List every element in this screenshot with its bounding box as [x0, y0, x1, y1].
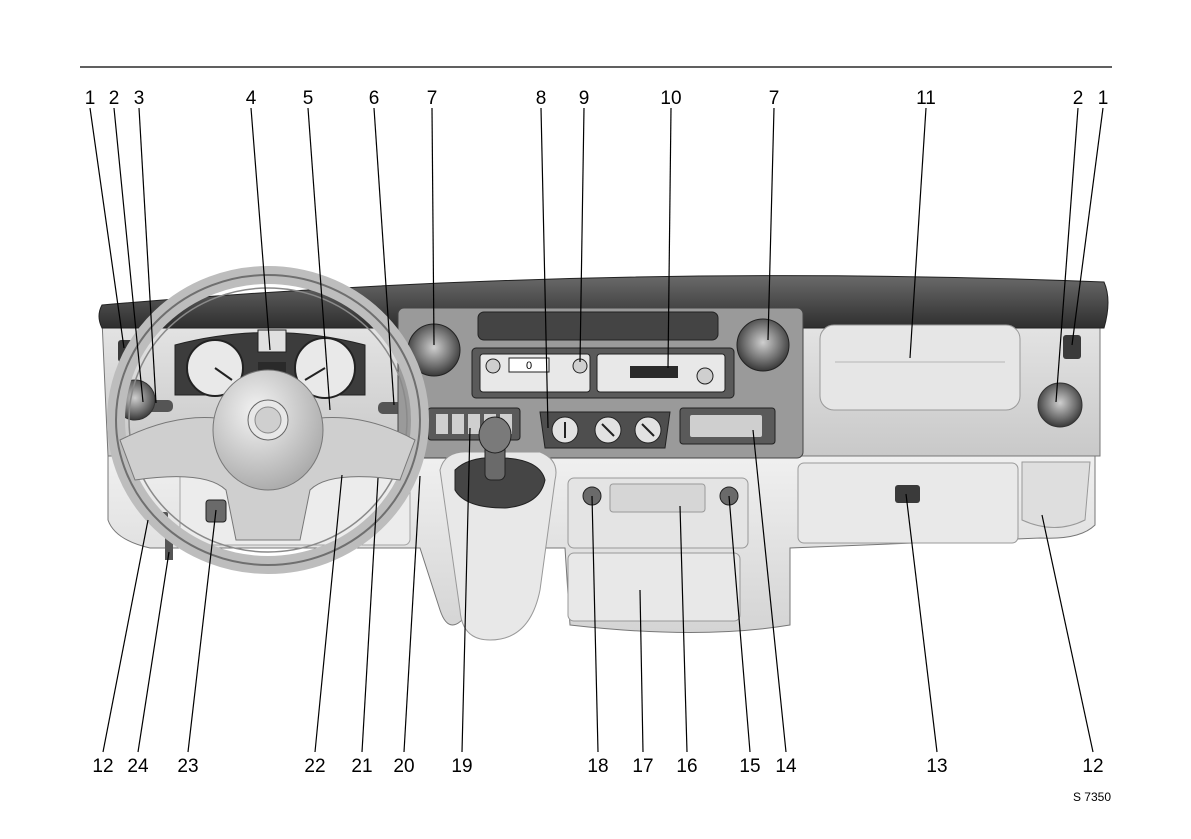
- callout-label: 13: [926, 756, 947, 777]
- callout-label: 2: [1073, 88, 1084, 109]
- callout-label: 22: [304, 756, 325, 777]
- callout-label: 4: [246, 88, 257, 109]
- callout-label: 7: [427, 88, 438, 109]
- centre-vent-right: [737, 319, 789, 371]
- callout-label: 5: [303, 88, 314, 109]
- callout-label: 15: [739, 756, 760, 777]
- callout-label: 8: [536, 88, 547, 109]
- dashboard-illustration: 0: [99, 275, 1108, 640]
- callouts-bottom: 12 24 23 22 21 20 19 18 17 16 15 14 13 1…: [92, 756, 1103, 777]
- glovebox-handle: [895, 485, 920, 503]
- callout-label: 24: [127, 756, 149, 777]
- callout-label: 6: [369, 88, 380, 109]
- callout-label: 23: [177, 756, 198, 777]
- callout-label: 20: [393, 756, 414, 777]
- callout-label: 3: [134, 88, 145, 109]
- callout-label: 16: [676, 756, 697, 777]
- heater-controls: [540, 412, 670, 448]
- callout-label: 18: [587, 756, 608, 777]
- callouts-top: 1 2 3 4 5 6 7 8 9 10 7 11 2 1: [85, 88, 1109, 109]
- callout-label: 17: [632, 756, 653, 777]
- callout-label: 1: [1098, 88, 1109, 109]
- callout-label: 11: [916, 88, 936, 109]
- callout-label: 12: [92, 756, 113, 777]
- callout-label: 9: [579, 88, 590, 109]
- callout-label: 7: [769, 88, 780, 109]
- callout-label: 14: [775, 756, 797, 777]
- radio-display-value: 0: [526, 360, 532, 372]
- callout-label: 1: [85, 88, 96, 109]
- radio-unit: 0: [472, 348, 734, 398]
- callout-label: 2: [109, 88, 120, 109]
- figure-code: S 7350: [1073, 790, 1111, 804]
- callout-label: 19: [451, 756, 472, 777]
- callout-label: 12: [1082, 756, 1103, 777]
- right-side-window-vent: [1063, 335, 1081, 359]
- passenger-airbag-panel: [820, 325, 1020, 410]
- right-lower-storage: [1022, 462, 1090, 528]
- right-vent: [1038, 383, 1082, 427]
- centre-top-shelf: [478, 312, 718, 340]
- callout-label: 21: [351, 756, 372, 777]
- callout-label: 10: [660, 88, 681, 109]
